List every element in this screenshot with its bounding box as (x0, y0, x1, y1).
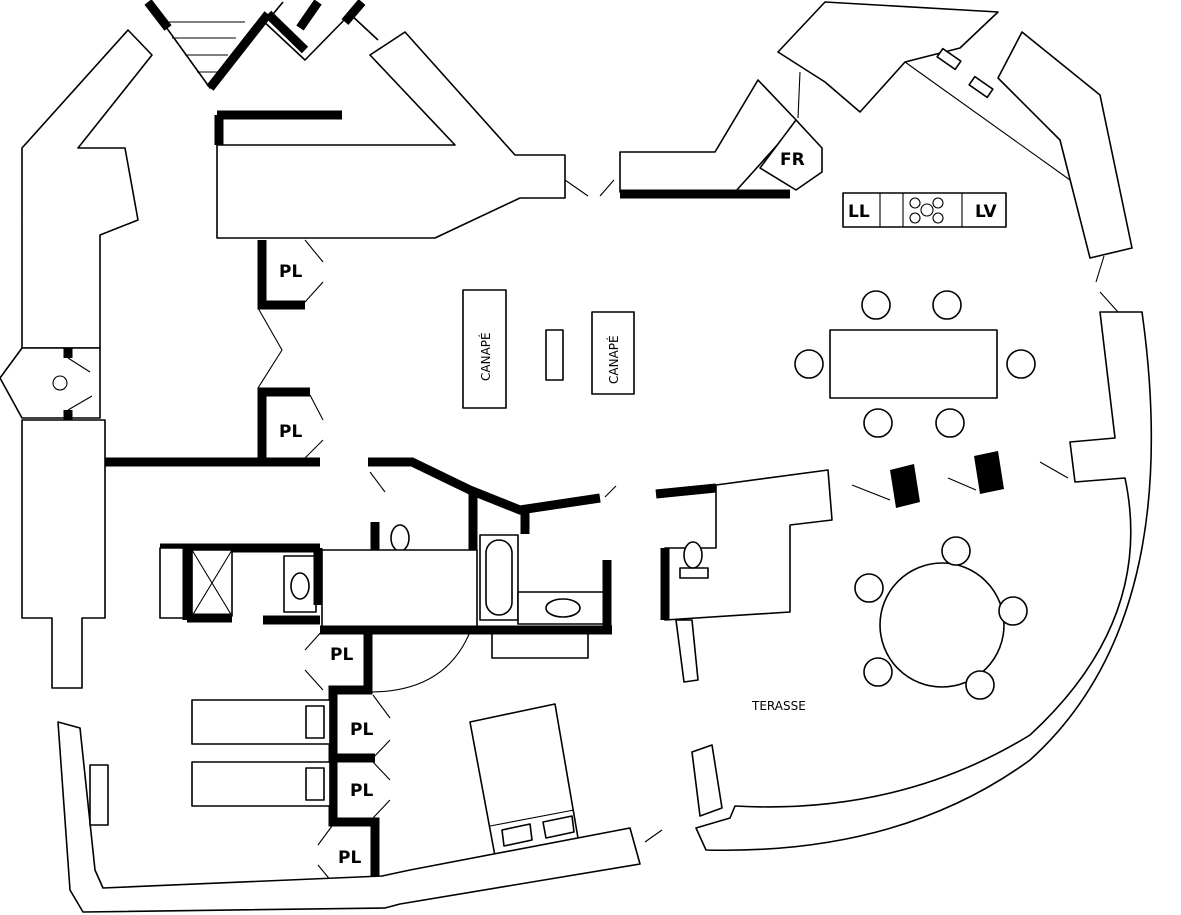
closet-stack: PL PL PL PL (304, 629, 391, 883)
dining-table-round (854, 536, 1028, 700)
pl-label-3: PL (330, 645, 353, 665)
pl-label-2: PL (279, 422, 302, 442)
left-wall-upper (21, 29, 153, 349)
closet-pl-2: PL (257, 387, 324, 459)
left-passage (0, 347, 101, 420)
lv-label: LV (975, 202, 997, 222)
terasse-label: TERASSE (751, 699, 806, 713)
fr-label: FR (780, 150, 805, 170)
left-wall-lower (21, 419, 106, 689)
canape-label-1: CANAPÉ (478, 332, 493, 381)
pl-label-6: PL (338, 848, 361, 868)
closet-pl-1: PL (257, 239, 324, 310)
double-bed (469, 703, 579, 857)
pl-label-4: PL (350, 720, 373, 740)
bollard-2 (974, 451, 1004, 494)
terrace-outer-wall (695, 311, 1153, 852)
pl-label-1: PL (279, 262, 302, 282)
door-swing (369, 631, 471, 693)
bathroom-2 (655, 469, 833, 683)
shower (159, 543, 323, 625)
kitchen-block: FR (619, 1, 1133, 313)
single-beds (191, 699, 331, 807)
canape-label-2: CANAPÉ (606, 335, 621, 384)
bottom-outer-wall (57, 721, 641, 913)
kitchen-counter: LL LV (842, 192, 1007, 228)
ll-label: LL (848, 202, 870, 222)
bathroom-1 (321, 522, 612, 659)
living-room: CANAPÉ CANAPÉ (462, 289, 635, 409)
upper-hall-block (216, 31, 566, 239)
entrance-stairs (144, 0, 379, 91)
corridor-wall (368, 457, 601, 515)
pl-label-5: PL (350, 781, 373, 801)
bollard-1 (890, 464, 920, 508)
dining-table-rect (794, 290, 1036, 438)
